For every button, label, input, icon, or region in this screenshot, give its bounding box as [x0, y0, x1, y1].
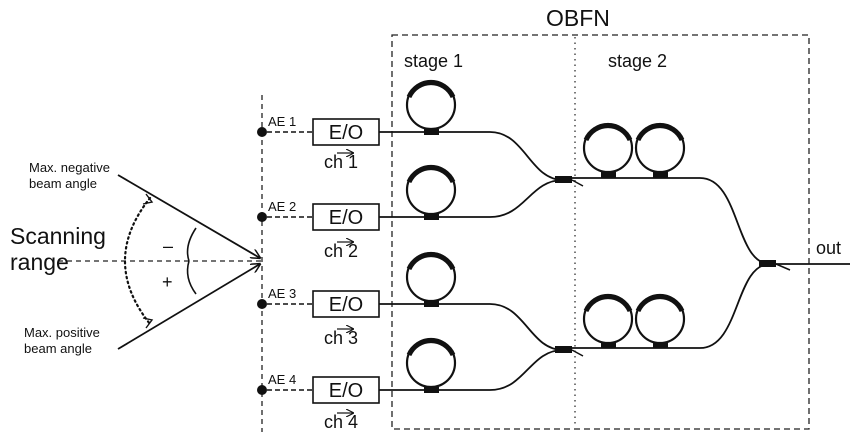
coupler-s1-1 — [424, 129, 439, 135]
heater-s1-1 — [406, 80, 456, 99]
scan-arrow-top — [142, 193, 154, 205]
max-negative-label-1: Max. negative — [29, 160, 110, 175]
max-positive-label-1: Max. positive — [24, 325, 100, 340]
antenna-element-3 — [257, 299, 267, 309]
eo-label-4: E/O — [329, 380, 363, 402]
combiner-tail-bottom — [571, 349, 584, 357]
coupler-s2-3 — [601, 342, 616, 348]
combiner-junction-bottom — [555, 346, 572, 353]
scan-arrow-bottom — [142, 317, 154, 329]
coupler-s2-4 — [653, 342, 668, 348]
stage-1-label: stage 1 — [404, 51, 463, 71]
eo-label-3: E/O — [329, 294, 363, 316]
heater-s1-2 — [406, 165, 456, 184]
positive-angle-arc — [186, 260, 197, 295]
antenna-element-2 — [257, 212, 267, 222]
negative-beam-ray — [117, 174, 260, 258]
combiner-junction-top — [555, 176, 572, 183]
output-tail — [775, 263, 791, 271]
scanning-label: Scanning — [10, 223, 106, 249]
obfn-boundary — [391, 34, 810, 430]
obfn-title: OBFN — [546, 5, 610, 31]
channel-label-3: ch 3 — [324, 328, 358, 348]
output-junction — [759, 260, 776, 267]
coupler-s1-4 — [424, 387, 439, 393]
coupler-s2-2 — [653, 172, 668, 178]
waveguide-s2-upper — [572, 177, 771, 265]
eo-label-2: E/O — [329, 207, 363, 229]
max-negative-label-2: beam angle — [29, 176, 97, 191]
antenna-element-4 — [257, 385, 267, 395]
antenna-label-3: AE 3 — [268, 286, 296, 301]
heater-s1-4 — [406, 338, 456, 357]
eo-converter-4 — [312, 376, 380, 404]
stage-2-label: stage 2 — [608, 51, 667, 71]
eo-converter-3 — [312, 290, 380, 318]
antenna-element-1 — [257, 127, 267, 137]
heater-s2-4 — [635, 294, 685, 313]
coupler-s1-2 — [424, 214, 439, 220]
positive-beam-ray — [117, 264, 260, 350]
antenna-label-4: AE 4 — [268, 372, 296, 387]
minus-sign: – — [163, 236, 173, 256]
waveguide-ch2 — [379, 179, 564, 218]
heater-s2-2 — [635, 123, 685, 142]
heater-s2-3 — [583, 294, 633, 313]
waveguide-ch3 — [379, 303, 564, 351]
eo-converter-1 — [312, 118, 380, 146]
max-positive-label-2: beam angle — [24, 341, 92, 356]
heater-s1-3 — [406, 252, 456, 271]
heater-s2-1 — [583, 123, 633, 142]
coupler-s1-3 — [424, 301, 439, 307]
eo-label-1: E/O — [329, 122, 363, 144]
scanning-range-arc — [124, 196, 152, 326]
channel-label-2: ch 2 — [324, 241, 358, 261]
coupler-s2-1 — [601, 172, 616, 178]
channel-label-4: ch 4 — [324, 412, 358, 432]
range-label: range — [10, 249, 69, 275]
channel-label-1: ch 1 — [324, 152, 358, 172]
waveguide-s2-lower — [572, 263, 771, 349]
antenna-label-1: AE 1 — [268, 114, 296, 129]
waveguide-ch4 — [379, 349, 564, 391]
output-label: out — [816, 238, 841, 258]
waveguide-ch1 — [379, 131, 564, 181]
combiner-tail-top — [571, 179, 584, 187]
eo-converter-2 — [312, 203, 380, 231]
antenna-label-2: AE 2 — [268, 199, 296, 214]
plus-sign: + — [162, 272, 173, 292]
negative-angle-arc — [186, 227, 197, 262]
